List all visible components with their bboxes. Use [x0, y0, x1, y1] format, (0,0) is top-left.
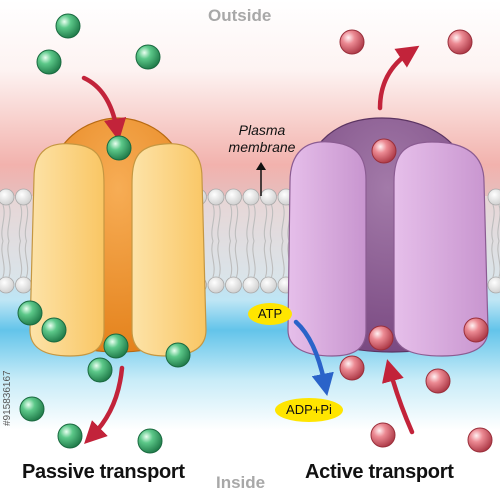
lipid-head	[260, 188, 277, 206]
atp-pill	[248, 303, 292, 325]
passive-outflow-arrow	[84, 365, 125, 444]
active-outflow-arrow	[377, 45, 420, 111]
red-sphere-icon	[425, 368, 451, 394]
lipid-head	[0, 188, 15, 206]
red-sphere-icon	[371, 138, 397, 164]
green-sphere-icon	[36, 49, 62, 75]
adp-pill	[275, 398, 343, 422]
lipid-tail	[252, 240, 256, 278]
adp-pi-label: ADP+Pi	[286, 402, 332, 417]
lipid-tail	[263, 204, 268, 242]
lipid-tail	[18, 240, 23, 278]
lipid-head	[0, 276, 15, 294]
active-pump-protein	[287, 117, 489, 357]
lipid-tail	[7, 240, 11, 278]
lipid-tail	[269, 240, 274, 278]
atp-hydrolysis-arrow	[293, 319, 334, 397]
active-pump-right-subunit	[393, 141, 489, 357]
green-sphere-icon	[103, 333, 129, 359]
lipid-tail	[234, 204, 239, 242]
solute-molecules	[17, 13, 493, 454]
lipid-tail	[234, 240, 239, 278]
red-sphere-icon	[467, 427, 493, 453]
lipid-tail	[217, 204, 221, 242]
red-sphere-icon	[368, 325, 394, 351]
atp-label: ATP	[257, 306, 283, 321]
active-inflow-arrow	[382, 359, 415, 435]
lipid-head	[487, 276, 500, 294]
active-transport-title: Active transport	[305, 461, 454, 483]
green-sphere-icon	[57, 423, 83, 449]
red-sphere-icon	[370, 422, 396, 448]
red-sphere-icon	[463, 317, 489, 343]
lipid-tail	[269, 204, 274, 242]
lipid-tail	[1, 204, 5, 242]
passive-transport-title: Passive transport	[22, 461, 185, 483]
lipid-tail	[228, 204, 233, 242]
green-sphere-icon	[55, 13, 81, 39]
green-sphere-icon	[41, 317, 67, 343]
membrane-pointer-head	[256, 162, 266, 170]
passive-channel-left-subunit	[29, 143, 105, 357]
lipid-head	[242, 276, 260, 294]
green-sphere-icon	[106, 135, 132, 161]
green-sphere-icon	[19, 396, 45, 422]
stock-id-watermark: #915836167	[2, 370, 13, 426]
lipid-tail	[246, 240, 250, 278]
lipid-tail	[252, 204, 256, 242]
lipid-tail	[211, 240, 215, 278]
active-pump-left-subunit	[287, 141, 367, 357]
lipid-head	[242, 188, 260, 206]
lipid-tail	[228, 240, 233, 278]
lipid-tail	[246, 204, 250, 242]
lipid-tail	[491, 240, 495, 278]
green-sphere-icon	[135, 44, 161, 70]
green-sphere-icon	[87, 357, 113, 383]
inside-label: Inside	[216, 473, 266, 492]
lipid-head	[207, 188, 225, 206]
lipid-tail	[491, 204, 495, 242]
passive-channel-protein	[29, 117, 207, 357]
lipid-head	[487, 188, 500, 206]
lipid-tail	[211, 204, 215, 242]
green-sphere-icon	[17, 300, 43, 326]
red-sphere-icon	[447, 29, 473, 55]
plasma-label-line1: Plasma	[238, 122, 286, 138]
lipid-tail	[7, 204, 11, 242]
lipid-tail	[1, 240, 5, 278]
lipid-head	[207, 276, 225, 294]
passive-channel-right-subunit	[131, 143, 207, 357]
lipid-head	[225, 276, 242, 294]
lipid-head	[15, 276, 32, 294]
lipid-tail	[281, 240, 285, 278]
lipid-tail	[263, 240, 268, 278]
lipid-tail	[18, 204, 23, 242]
red-sphere-icon	[339, 29, 365, 55]
plasma-membrane-label: Plasma membrane	[220, 122, 304, 156]
outside-label: Outside	[208, 6, 272, 25]
lipid-head	[15, 188, 32, 206]
lipid-head	[260, 276, 277, 294]
lipid-head	[225, 188, 242, 206]
passive-inflow-arrow	[81, 75, 127, 142]
red-sphere-icon	[339, 355, 365, 381]
lipid-tail	[281, 204, 285, 242]
plasma-label-line2: membrane	[228, 139, 296, 155]
lipid-tail	[24, 204, 29, 242]
green-sphere-icon	[165, 342, 191, 368]
green-sphere-icon	[137, 428, 163, 454]
lipid-tail	[217, 240, 221, 278]
lipid-tail	[24, 240, 29, 278]
